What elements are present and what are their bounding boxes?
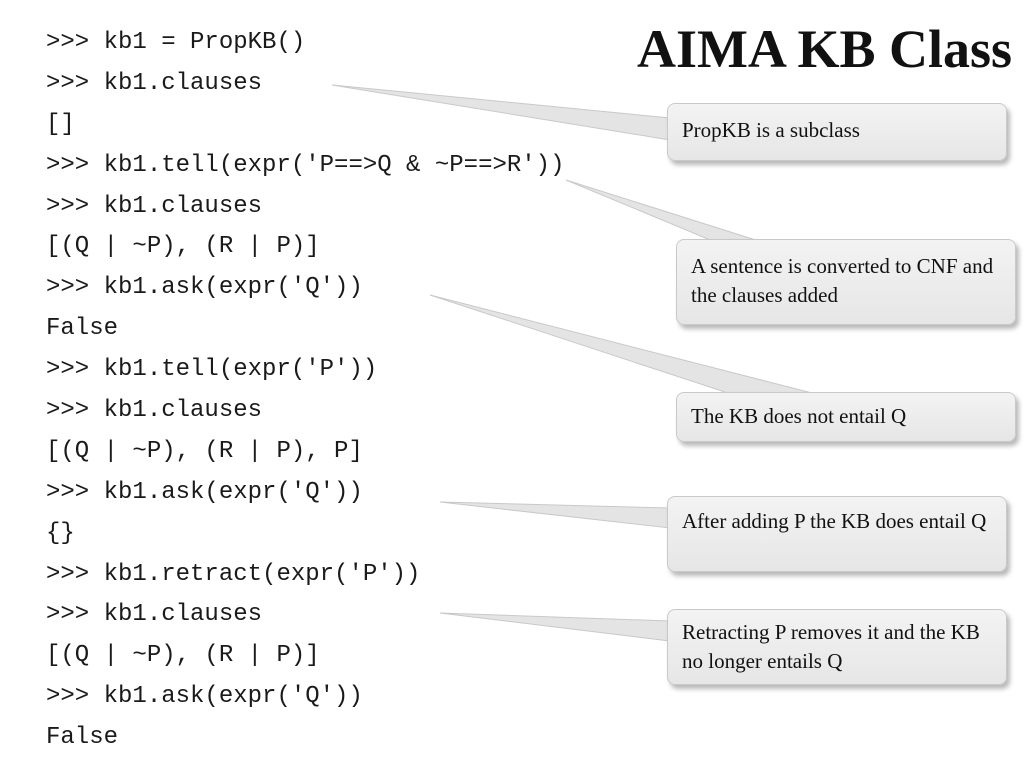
code-line: False (46, 724, 119, 752)
code-line: >>> kb1.clauses (46, 601, 263, 629)
callout-retract: Retracting P removes it and the KB no lo… (667, 609, 1007, 685)
code-block: >>> kb1 = PropKB() >>> kb1.clauses [] >>… (46, 23, 564, 759)
code-line: [] (46, 110, 75, 138)
slide-title: AIMA KB Class (636, 19, 1012, 79)
code-line: >>> kb1.ask(expr('Q')) (46, 478, 363, 506)
code-line: >>> kb1.clauses (46, 69, 263, 97)
callout-cnf-conversion: A sentence is converted to CNF and the c… (676, 239, 1016, 325)
callout-not-entail: The KB does not entail Q (676, 392, 1016, 442)
code-line: >>> kb1.tell(expr('P==>Q & ~P==>R')) (46, 151, 565, 179)
code-line: >>> kb1.clauses (46, 192, 263, 220)
callout-propkb-subclass: PropKB is a subclass (667, 103, 1007, 161)
code-line: False (46, 315, 119, 343)
code-line: {} (46, 519, 75, 547)
code-line: >>> kb1.tell(expr('P')) (46, 356, 378, 384)
code-line: >>> kb1.retract(expr('P')) (46, 560, 421, 588)
code-line: [(Q | ~P), (R | P)] (46, 233, 320, 261)
code-line: >>> kb1.ask(expr('Q')) (46, 683, 363, 711)
code-line: [(Q | ~P), (R | P), P] (46, 437, 363, 465)
code-line: >>> kb1.ask(expr('Q')) (46, 274, 363, 302)
callout-does-entail: After adding P the KB does entail Q (667, 496, 1007, 572)
code-line: >>> kb1 = PropKB() (46, 29, 306, 56)
code-line: [(Q | ~P), (R | P)] (46, 642, 320, 670)
code-line: >>> kb1.clauses (46, 397, 263, 425)
callout-pointer-1 (565, 179, 763, 243)
